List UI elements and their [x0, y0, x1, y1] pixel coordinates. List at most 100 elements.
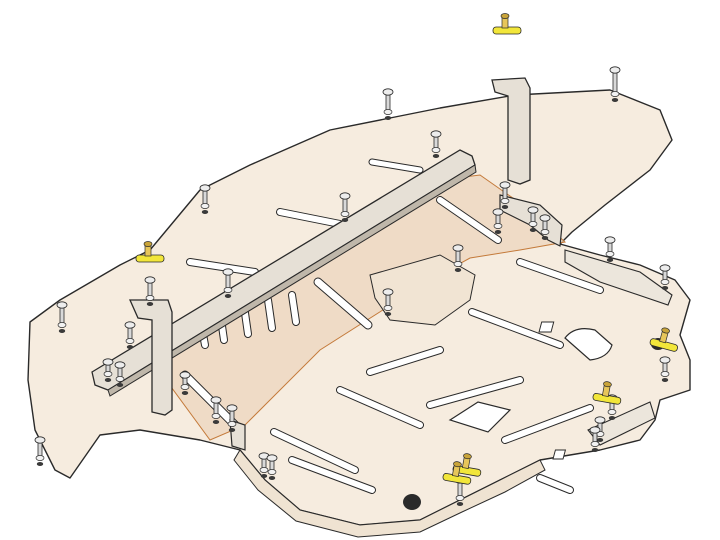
bolt-head [659, 356, 671, 364]
bolt-head [539, 214, 551, 222]
front-lip [233, 449, 546, 538]
bolt-hole [456, 502, 464, 506]
bolt-washer [607, 409, 617, 415]
bolt-head [266, 454, 278, 462]
bolt-washer [200, 203, 210, 209]
bolt-washer [57, 322, 67, 328]
bolt-head [199, 184, 211, 192]
slot [367, 347, 443, 375]
clips-group [135, 13, 678, 485]
slot [537, 475, 573, 493]
bolt-hole [501, 205, 509, 209]
bolt-hole [611, 98, 619, 102]
bolt-hole [384, 116, 392, 120]
bolt-head [179, 371, 191, 379]
bolt-washer [431, 147, 441, 153]
bolt-washer [660, 279, 670, 285]
bolt-hole [201, 210, 209, 214]
bolt-head [589, 426, 601, 434]
bolt-head [102, 358, 114, 366]
bolt-washer [125, 338, 135, 344]
bolt-head [56, 301, 68, 309]
bolt-head [339, 192, 351, 200]
bolt-hole [384, 312, 392, 316]
slot [502, 405, 593, 443]
bolt-hole [661, 286, 669, 290]
bolt-head [430, 130, 442, 138]
bolt-hole [268, 476, 276, 480]
slot [427, 377, 523, 408]
bolt-hole [58, 329, 66, 333]
slot [187, 259, 258, 275]
bolt-hole [494, 230, 502, 234]
bolt-washer [211, 413, 221, 419]
bolt-hole [341, 218, 349, 222]
bolt-head [114, 361, 126, 369]
crossbar-edge [107, 164, 477, 397]
left-hanging-bracket [128, 299, 173, 416]
right-hanging-bracket [491, 77, 531, 185]
slot [289, 457, 375, 493]
bolt-washer [103, 371, 113, 377]
square-hole-right [552, 449, 567, 460]
square-hole-left [538, 321, 555, 333]
bolt-hole [608, 416, 616, 420]
bolt-hole [181, 391, 189, 395]
slot [289, 292, 299, 325]
bolt-head [222, 268, 234, 276]
slot [369, 159, 423, 173]
yellow-clip [592, 381, 622, 405]
rounded-cutout [564, 328, 613, 361]
bolt-washer [610, 91, 620, 97]
bolt-head [210, 396, 222, 404]
bolt-hole [541, 236, 549, 240]
bolt-hole [116, 383, 124, 387]
yellow-clip [135, 241, 165, 263]
bolt-head [604, 236, 616, 244]
slot [181, 371, 239, 429]
bolt-washer [145, 295, 155, 301]
bolt-hole [104, 378, 112, 382]
bolt-head [609, 66, 621, 74]
right-side-bracket-upper [564, 249, 673, 306]
bolt-hole [212, 420, 220, 424]
center-panel [369, 254, 476, 326]
bolt-washer [453, 261, 463, 267]
bolt-washer [605, 251, 615, 257]
bolt-hole [36, 462, 44, 466]
bolt-head [144, 276, 156, 284]
bolt-washer [383, 109, 393, 115]
bolt-hole [432, 154, 440, 158]
bolt-hole [529, 228, 537, 232]
bolt-washer [35, 455, 45, 461]
bolt-head [499, 181, 511, 189]
slot [469, 309, 563, 348]
bolt-head [527, 206, 539, 214]
rectangular-cutout [448, 401, 512, 433]
slot [265, 297, 275, 331]
bolt-washer [540, 229, 550, 235]
slot [337, 387, 423, 428]
left-bracket-foot [229, 419, 246, 451]
bolt-head [659, 264, 671, 272]
bolt-head [452, 244, 464, 252]
slot [517, 259, 603, 293]
bolt-washer [259, 467, 269, 473]
bolt-head [124, 321, 136, 329]
bolt-head [34, 436, 46, 444]
bolt-washer [493, 223, 503, 229]
bolt-washer [383, 305, 393, 311]
bolt-washer [180, 384, 190, 390]
bolt-hole [146, 302, 154, 306]
bolt-washer [660, 371, 670, 377]
bolt-washer [267, 469, 277, 475]
bolt-washer [455, 495, 465, 501]
bolt-washer [115, 376, 125, 382]
bolt-hole [591, 448, 599, 452]
bolt-head [226, 404, 238, 412]
bolt-hole [596, 438, 604, 442]
yellow-clip [492, 13, 522, 35]
bolt-head [382, 88, 394, 96]
yellow-clip [649, 327, 678, 352]
